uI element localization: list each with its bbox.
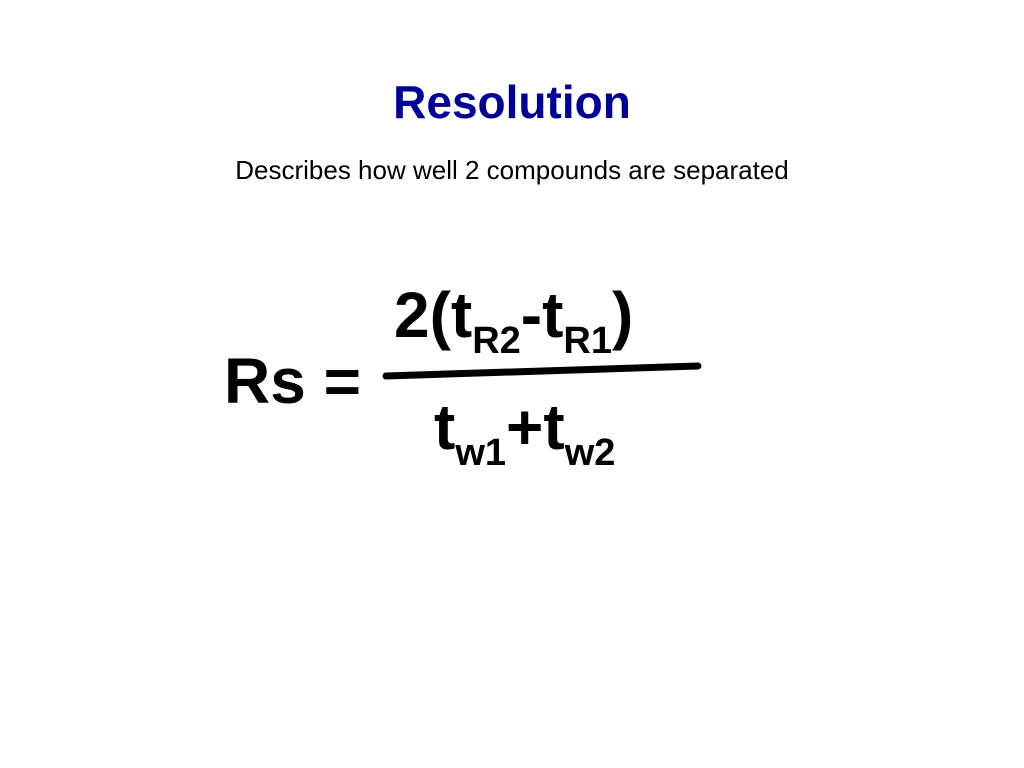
denominator-plus: +t [506, 391, 565, 463]
numerator-suffix: ) [612, 279, 634, 351]
numerator-subscript-r2: R2 [472, 320, 521, 362]
denominator-subscript-w1: w1 [455, 432, 507, 474]
equation-denominator: tw1+tw2 [434, 391, 616, 474]
denominator-subscript-w2: w2 [564, 432, 616, 474]
fraction-bar [382, 362, 702, 380]
denominator-prefix: t [434, 391, 456, 463]
slide-subtitle: Describes how well 2 compounds are separ… [235, 155, 789, 185]
numerator-subscript-r1: R1 [563, 320, 612, 362]
equation-numerator: 2(tR2-tR1) [394, 279, 634, 362]
slide-title: Resolution [393, 76, 631, 128]
numerator-prefix: 2(t [394, 279, 473, 351]
equation-lhs: Rs = [224, 345, 361, 417]
numerator-minus: -t [520, 279, 564, 351]
